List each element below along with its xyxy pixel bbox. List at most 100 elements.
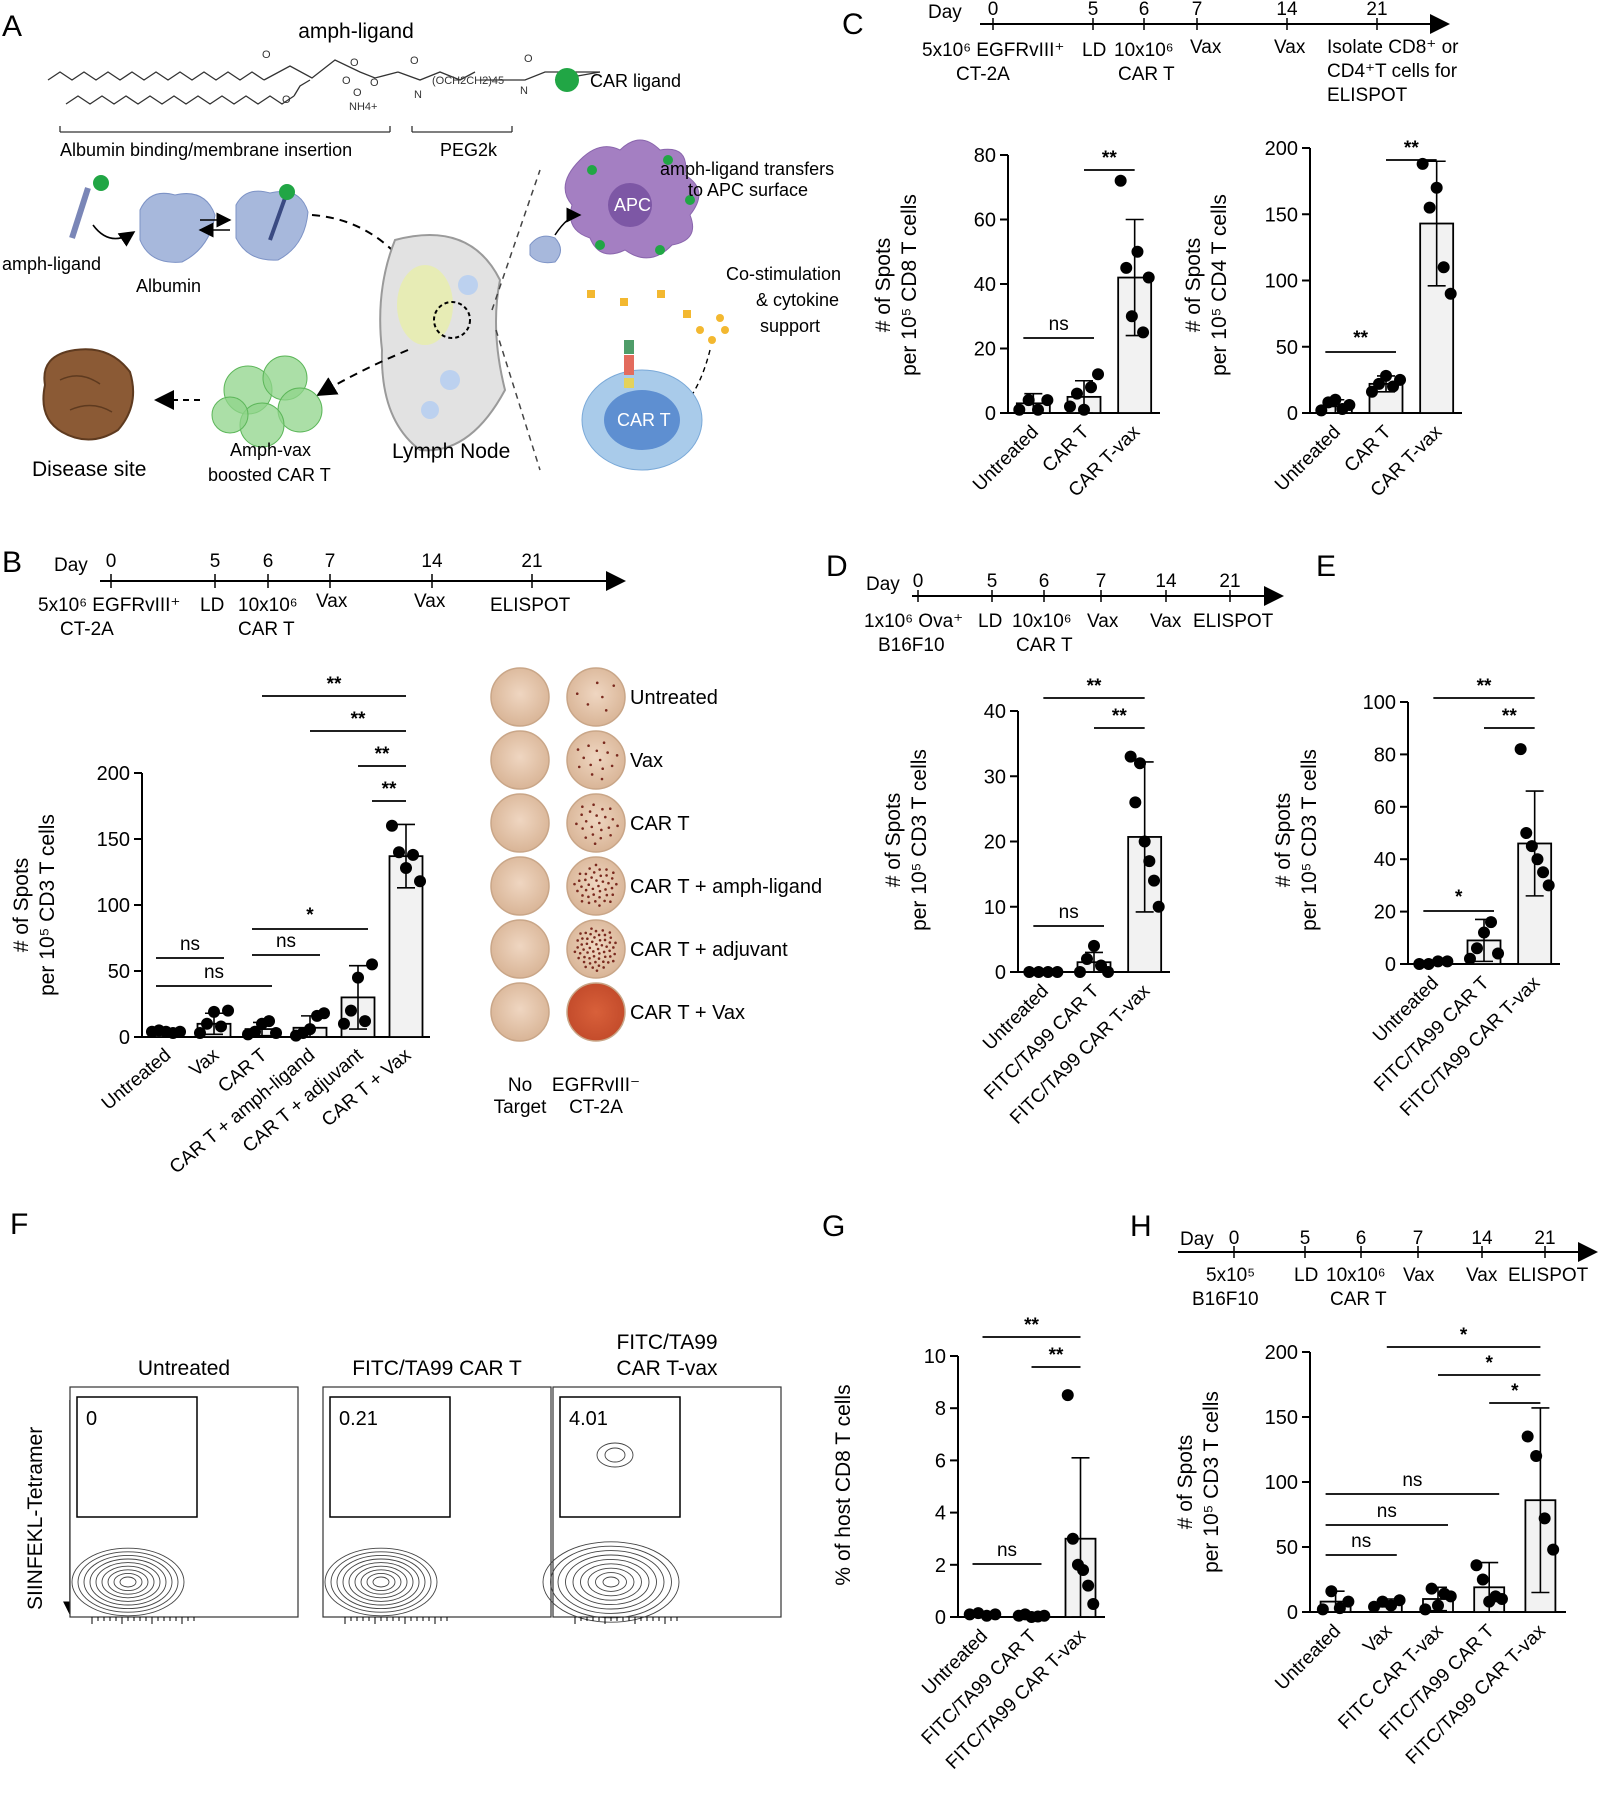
data-point	[1437, 261, 1450, 274]
density-contour	[587, 1567, 635, 1597]
data-point	[1492, 947, 1505, 960]
amph-ligand-title: amph-ligand	[298, 20, 414, 43]
y-axis-label: # of Spots	[10, 858, 33, 953]
elispot-spot	[592, 871, 596, 874]
significance-label: *	[1460, 1325, 1468, 1346]
data-point	[1531, 853, 1544, 866]
costim-line1: Co-stimulation	[726, 264, 841, 284]
data-point	[1425, 1582, 1438, 1595]
density-contour	[360, 1569, 402, 1595]
significance-label: **	[1024, 1315, 1039, 1336]
panel-letter-b: B	[2, 546, 22, 579]
data-point	[1372, 377, 1385, 390]
elispot-spot	[597, 964, 601, 967]
y-tick-label: 100	[97, 895, 130, 917]
significance-label: **	[1502, 706, 1517, 727]
significance-label: ns	[1402, 1470, 1422, 1491]
data-point	[1538, 1512, 1551, 1525]
y-axis-label: per 10⁵ CD3 T cells	[36, 814, 59, 996]
event-ld: LD	[1294, 1265, 1318, 1286]
density-contour	[83, 1554, 173, 1610]
data-point	[1137, 326, 1150, 339]
y-axis-label: # of Spots	[872, 238, 895, 333]
elispot-spot	[576, 748, 580, 751]
transfer-note-line1: amph-ligand transfers	[660, 159, 834, 179]
y-axis-label: per 10⁵ CD3 T cells	[1298, 749, 1321, 931]
event-vax-1: Vax	[1087, 611, 1119, 632]
timeline-ticks	[110, 574, 533, 588]
y-tick-label: 60	[974, 210, 996, 232]
svg-text:O: O	[353, 87, 362, 99]
lipid-tails	[47, 59, 601, 105]
elispot-spot	[590, 940, 594, 944]
event-car-dose: 10x10⁶	[1326, 1265, 1386, 1286]
data-point	[1547, 1543, 1560, 1556]
density-contour	[89, 1558, 167, 1606]
data-point	[1023, 966, 1036, 978]
y-tick-label: 0	[935, 1607, 946, 1629]
y-axis-label: # of Spots	[1272, 793, 1295, 888]
event-car-t: CAR T	[1016, 635, 1073, 656]
density-contour	[366, 1572, 396, 1592]
elispot-spot	[610, 877, 614, 880]
y-tick-label: 0	[119, 1027, 130, 1049]
elispot-spot	[603, 938, 607, 942]
elispot-spot	[581, 894, 584, 897]
svg-text:O: O	[282, 94, 291, 106]
data-point	[1066, 1532, 1079, 1545]
y-tick-label: 30	[984, 766, 1006, 788]
day-21: 21	[1366, 0, 1387, 20]
data-point	[1423, 201, 1436, 214]
event-car-dose: 10x10⁶	[1012, 611, 1072, 632]
data-point	[1042, 966, 1055, 978]
data-point	[1495, 1593, 1508, 1605]
elispot-spot	[598, 889, 602, 893]
density-contour	[348, 1562, 414, 1602]
well-no-target	[490, 856, 550, 916]
wells-col2-line1: EGFRvIII⁻	[552, 1075, 640, 1096]
elispot-spot	[580, 943, 584, 946]
category-label: Untreated	[1271, 422, 1345, 496]
data-point	[366, 958, 379, 971]
data-point	[200, 1017, 213, 1030]
data-point	[1485, 916, 1498, 929]
data-point	[1082, 1579, 1095, 1592]
data-point	[1087, 1597, 1100, 1610]
data-point	[1088, 939, 1100, 952]
elispot-spot	[588, 867, 591, 870]
significance-label: **	[1049, 1345, 1064, 1366]
day-7: 7	[1413, 1228, 1424, 1249]
elispot-spot	[584, 836, 588, 839]
elispot-spot	[603, 955, 607, 959]
panel-letter-g: G	[822, 1210, 845, 1243]
event-car-dose: 10x10⁶	[238, 595, 298, 616]
elispot-spot	[573, 950, 577, 954]
data-point	[1061, 1389, 1074, 1402]
data-point	[1041, 394, 1054, 407]
elispot-spot	[587, 901, 591, 905]
well-target	[566, 667, 626, 727]
gate	[559, 1396, 681, 1518]
y-tick-label: 40	[974, 274, 996, 296]
elispot-spot	[587, 883, 591, 887]
y-tick-label: 0	[985, 403, 996, 425]
elispot-spot	[584, 931, 588, 935]
well-no-target	[490, 982, 550, 1042]
amph-ligand-label: amph-ligand	[2, 254, 101, 274]
density-contour	[596, 1442, 634, 1468]
data-point	[1152, 900, 1165, 913]
data-point	[1092, 368, 1105, 381]
data-point	[1138, 835, 1151, 848]
elispot-spot	[607, 881, 610, 885]
y-tick-label: 200	[1265, 138, 1298, 160]
albumin-bound-cartoon	[235, 184, 309, 261]
event-vax-2: Vax	[1274, 37, 1306, 58]
significance-label: ns	[180, 934, 200, 955]
data-point	[1080, 952, 1093, 965]
elispot-spot	[578, 951, 582, 955]
to-car-t-arrow	[316, 349, 409, 397]
well-row-label: CAR T	[630, 813, 690, 835]
data-point	[1073, 966, 1086, 978]
